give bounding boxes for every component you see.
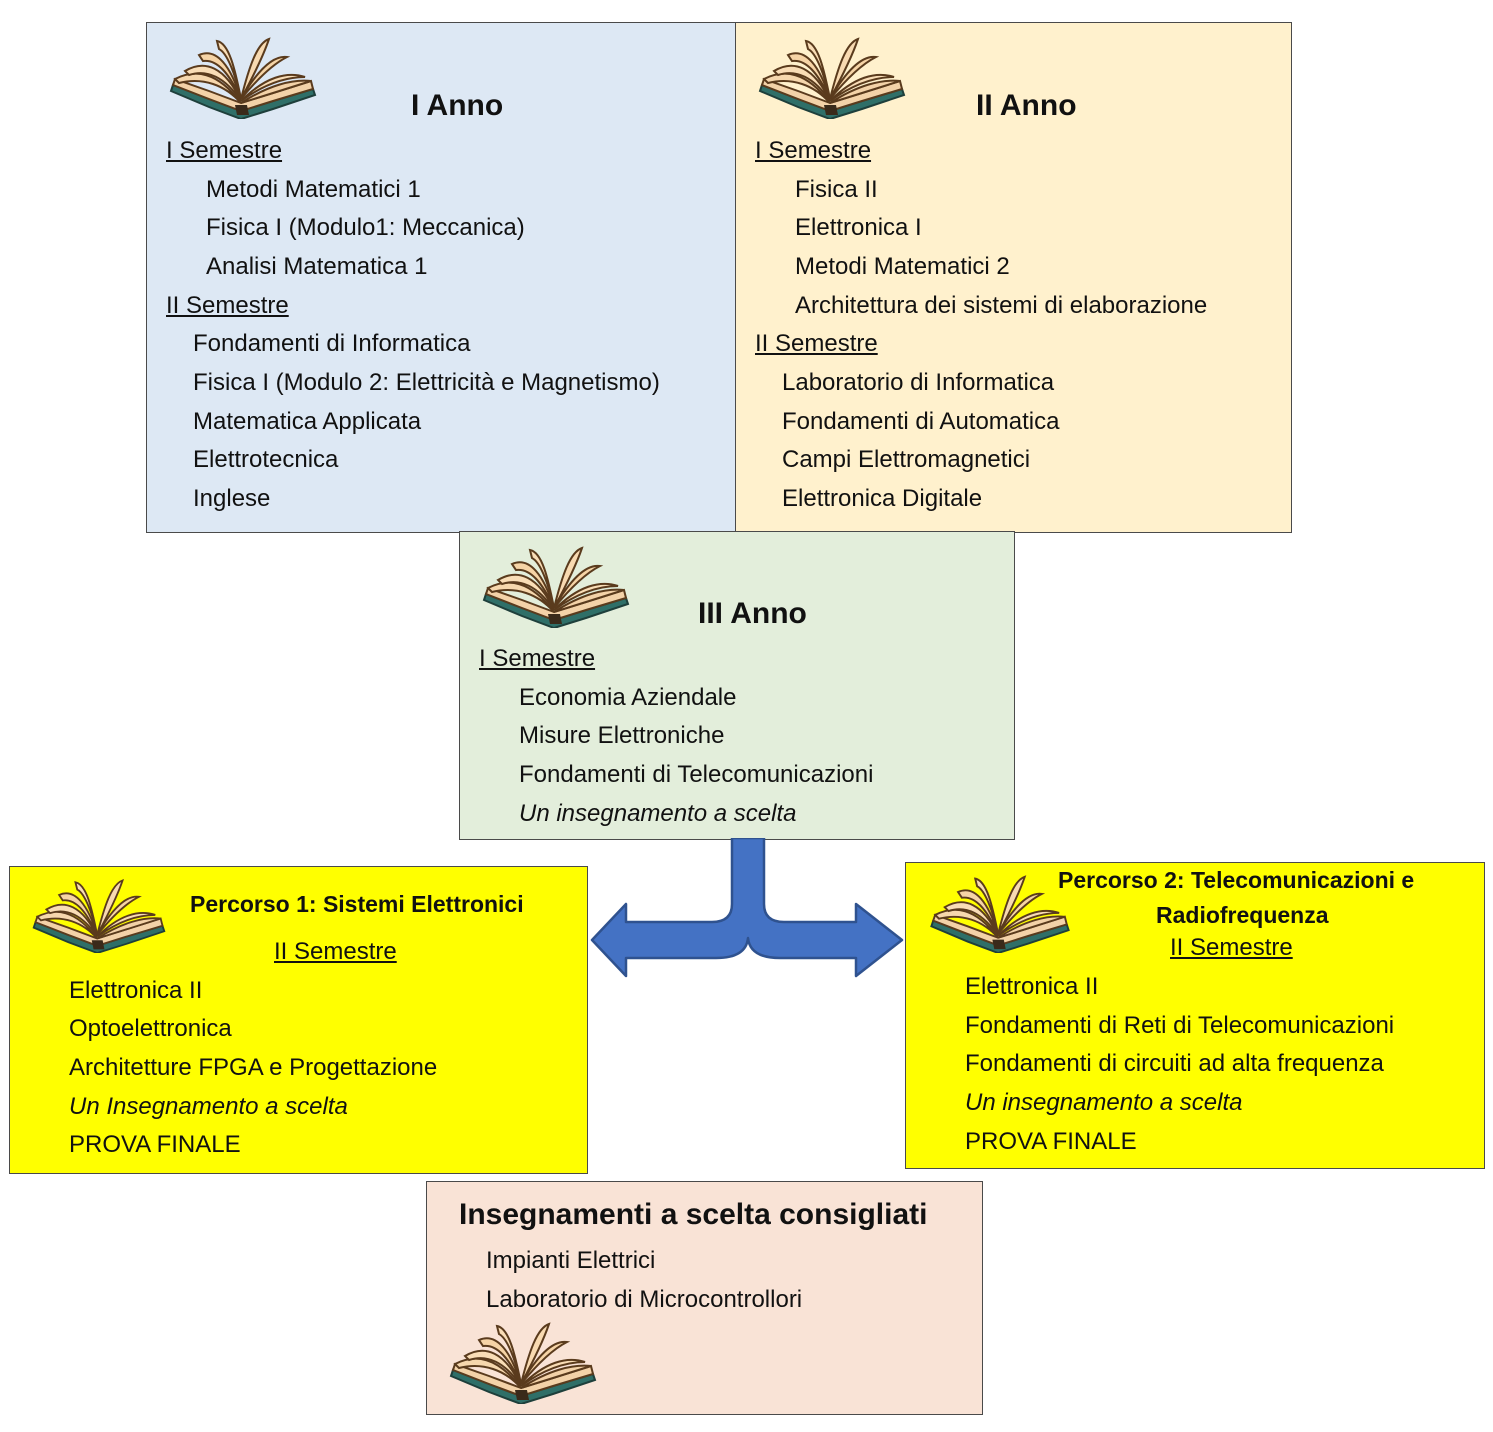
anno3-sem1-item: Fondamenti di Telecomunicazioni	[519, 761, 874, 788]
anno2-title: II Anno	[976, 89, 1077, 122]
anno1-box: I Anno I Semestre Metodi Matematici 1 Fi…	[146, 22, 736, 533]
anno3-sem1-label: I Semestre	[479, 645, 596, 672]
anno3-title: III Anno	[698, 597, 807, 630]
percorso1-final: PROVA FINALE	[69, 1131, 241, 1158]
anno2-sem1-item: Architettura dei sistemi di elaborazione	[795, 292, 1208, 319]
consigliati-item: Impianti Elettrici	[486, 1247, 656, 1274]
anno1-sem2-item: Fisica I (Modulo 2: Elettricità e Magnet…	[193, 369, 660, 396]
anno1-sem1-item: Analisi Matematica 1	[206, 253, 428, 280]
consigliati-item: Laboratorio di Microcontrollori	[486, 1286, 803, 1313]
anno1-title: I Anno	[411, 89, 504, 122]
anno2-sem2-item: Campi Elettromagnetici	[782, 446, 1031, 473]
anno2-sem2-item: Elettronica Digitale	[782, 485, 983, 512]
anno2-sem2-label: II Semestre	[755, 330, 878, 357]
percorso2-sem-label: II Semestre	[1170, 934, 1293, 961]
book-icon	[478, 542, 634, 628]
anno1-sem1-label: I Semestre	[166, 137, 283, 164]
anno1-sem1-item: Fisica I (Modulo1: Meccanica)	[206, 214, 525, 241]
percorso1-item: Architetture FPGA e Progettazione	[69, 1054, 438, 1081]
anno2-sem1-item: Fisica II	[795, 176, 878, 203]
anno1-sem2-item: Inglese	[193, 485, 271, 512]
anno2-sem1-label: I Semestre	[755, 137, 872, 164]
anno3-sem1-item: Economia Aziendale	[519, 684, 737, 711]
percorso1-box: Percorso 1: Sistemi Elettronici II Semes…	[9, 866, 588, 1174]
percorso2-item: Fondamenti di circuiti ad alta frequenza	[965, 1050, 1384, 1077]
percorso2-title-line2: Radiofrequenza	[1156, 902, 1329, 928]
double-arrow-icon	[590, 838, 904, 978]
percorso2-title-line1: Percorso 2: Telecomunicazioni e	[1058, 867, 1415, 893]
anno2-sem1-item: Metodi Matematici 2	[795, 253, 1010, 280]
percorso2-item: Elettronica II	[965, 973, 1099, 1000]
percorso2-item: Fondamenti di Reti di Telecomunicazioni	[965, 1012, 1395, 1039]
book-icon	[924, 871, 1076, 953]
anno1-sem2-item: Fondamenti di Informatica	[193, 330, 471, 357]
anno2-sem2-item: Fondamenti di Automatica	[782, 408, 1060, 435]
percorso2-box: Percorso 2: Telecomunicazioni e Radiofre…	[905, 862, 1485, 1169]
anno1-sem1-item: Metodi Matematici 1	[206, 176, 421, 203]
consigliati-title: Insegnamenti a scelta consigliati	[459, 1198, 928, 1231]
anno3-sem1-item: Misure Elettroniche	[519, 722, 725, 749]
percorso1-item: Elettronica II	[69, 977, 203, 1004]
percorso1-item: Optoelettronica	[69, 1015, 232, 1042]
anno1-sem2-item: Elettrotecnica	[193, 446, 339, 473]
percorso1-title: Percorso 1: Sistemi Elettronici	[190, 891, 524, 917]
percorso1-elective: Un Insegnamento a scelta	[69, 1093, 348, 1120]
anno2-sem2-item: Laboratorio di Informatica	[782, 369, 1055, 396]
book-icon	[445, 1318, 601, 1404]
book-icon	[28, 875, 170, 953]
anno3-box: III Anno I Semestre Economia Aziendale M…	[459, 531, 1015, 840]
anno1-sem2-label: II Semestre	[166, 292, 289, 319]
anno1-sem2-item: Matematica Applicata	[193, 408, 422, 435]
consigliati-box: Insegnamenti a scelta consigliati Impian…	[426, 1181, 983, 1415]
percorso2-final: PROVA FINALE	[965, 1128, 1137, 1155]
percorso1-sem-label: II Semestre	[274, 938, 397, 965]
anno3-elective: Un insegnamento a scelta	[519, 800, 797, 827]
book-icon	[754, 33, 910, 119]
book-icon	[165, 33, 321, 119]
anno2-sem1-item: Elettronica I	[795, 214, 922, 241]
anno2-box: II Anno I Semestre Fisica II Elettronica…	[735, 22, 1292, 533]
percorso2-elective: Un insegnamento a scelta	[965, 1089, 1243, 1116]
